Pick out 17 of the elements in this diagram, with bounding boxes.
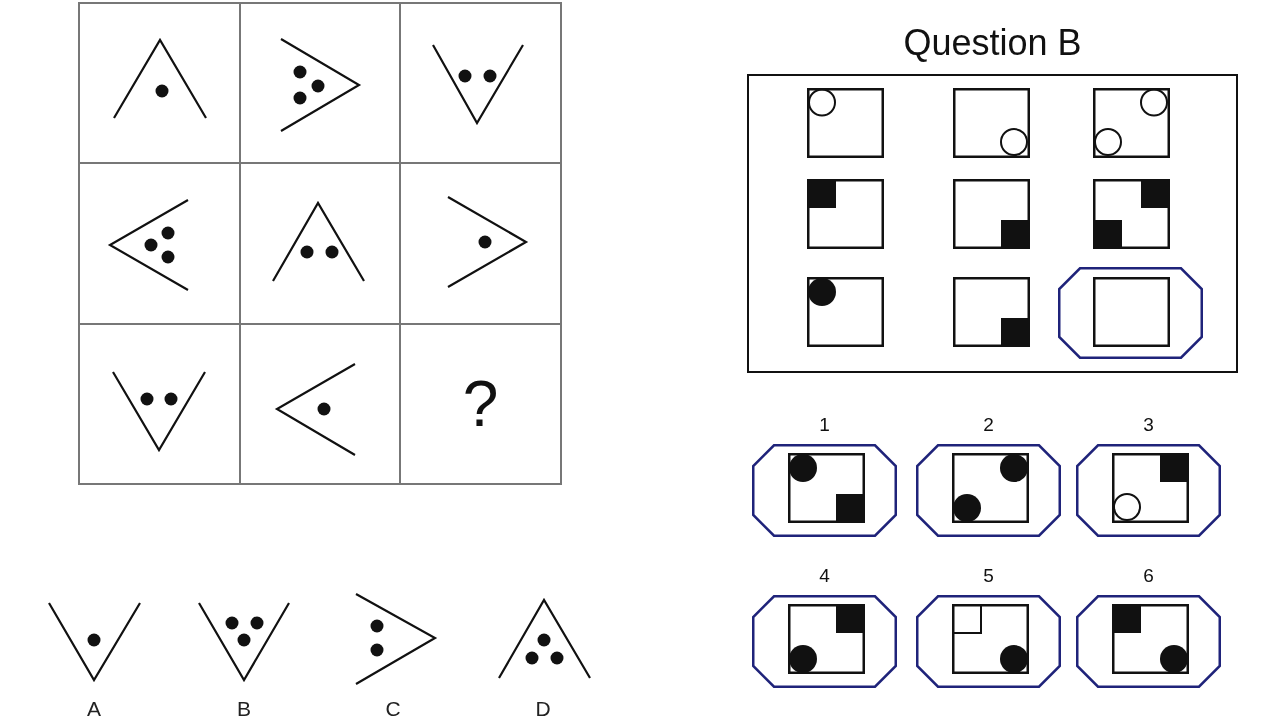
option-number: 1 [819,414,830,435]
answer-slot [1058,267,1203,359]
option-number: 3 [1143,414,1154,435]
puzzle-cell [78,323,241,485]
puzzle-cell [78,2,241,164]
option-letter: B [237,697,251,720]
option-number: 4 [819,565,830,586]
puzzle-cell [399,323,562,485]
option-letter: C [385,697,401,720]
question-mark: ? [462,369,499,439]
puzzle-cell [399,2,562,164]
question-title: Question B [903,22,1082,63]
option-number: 5 [983,565,994,586]
option-letter: A [87,697,101,720]
option-number: 2 [983,414,994,435]
option-letter: D [535,697,551,720]
option-number: 6 [1143,565,1154,586]
